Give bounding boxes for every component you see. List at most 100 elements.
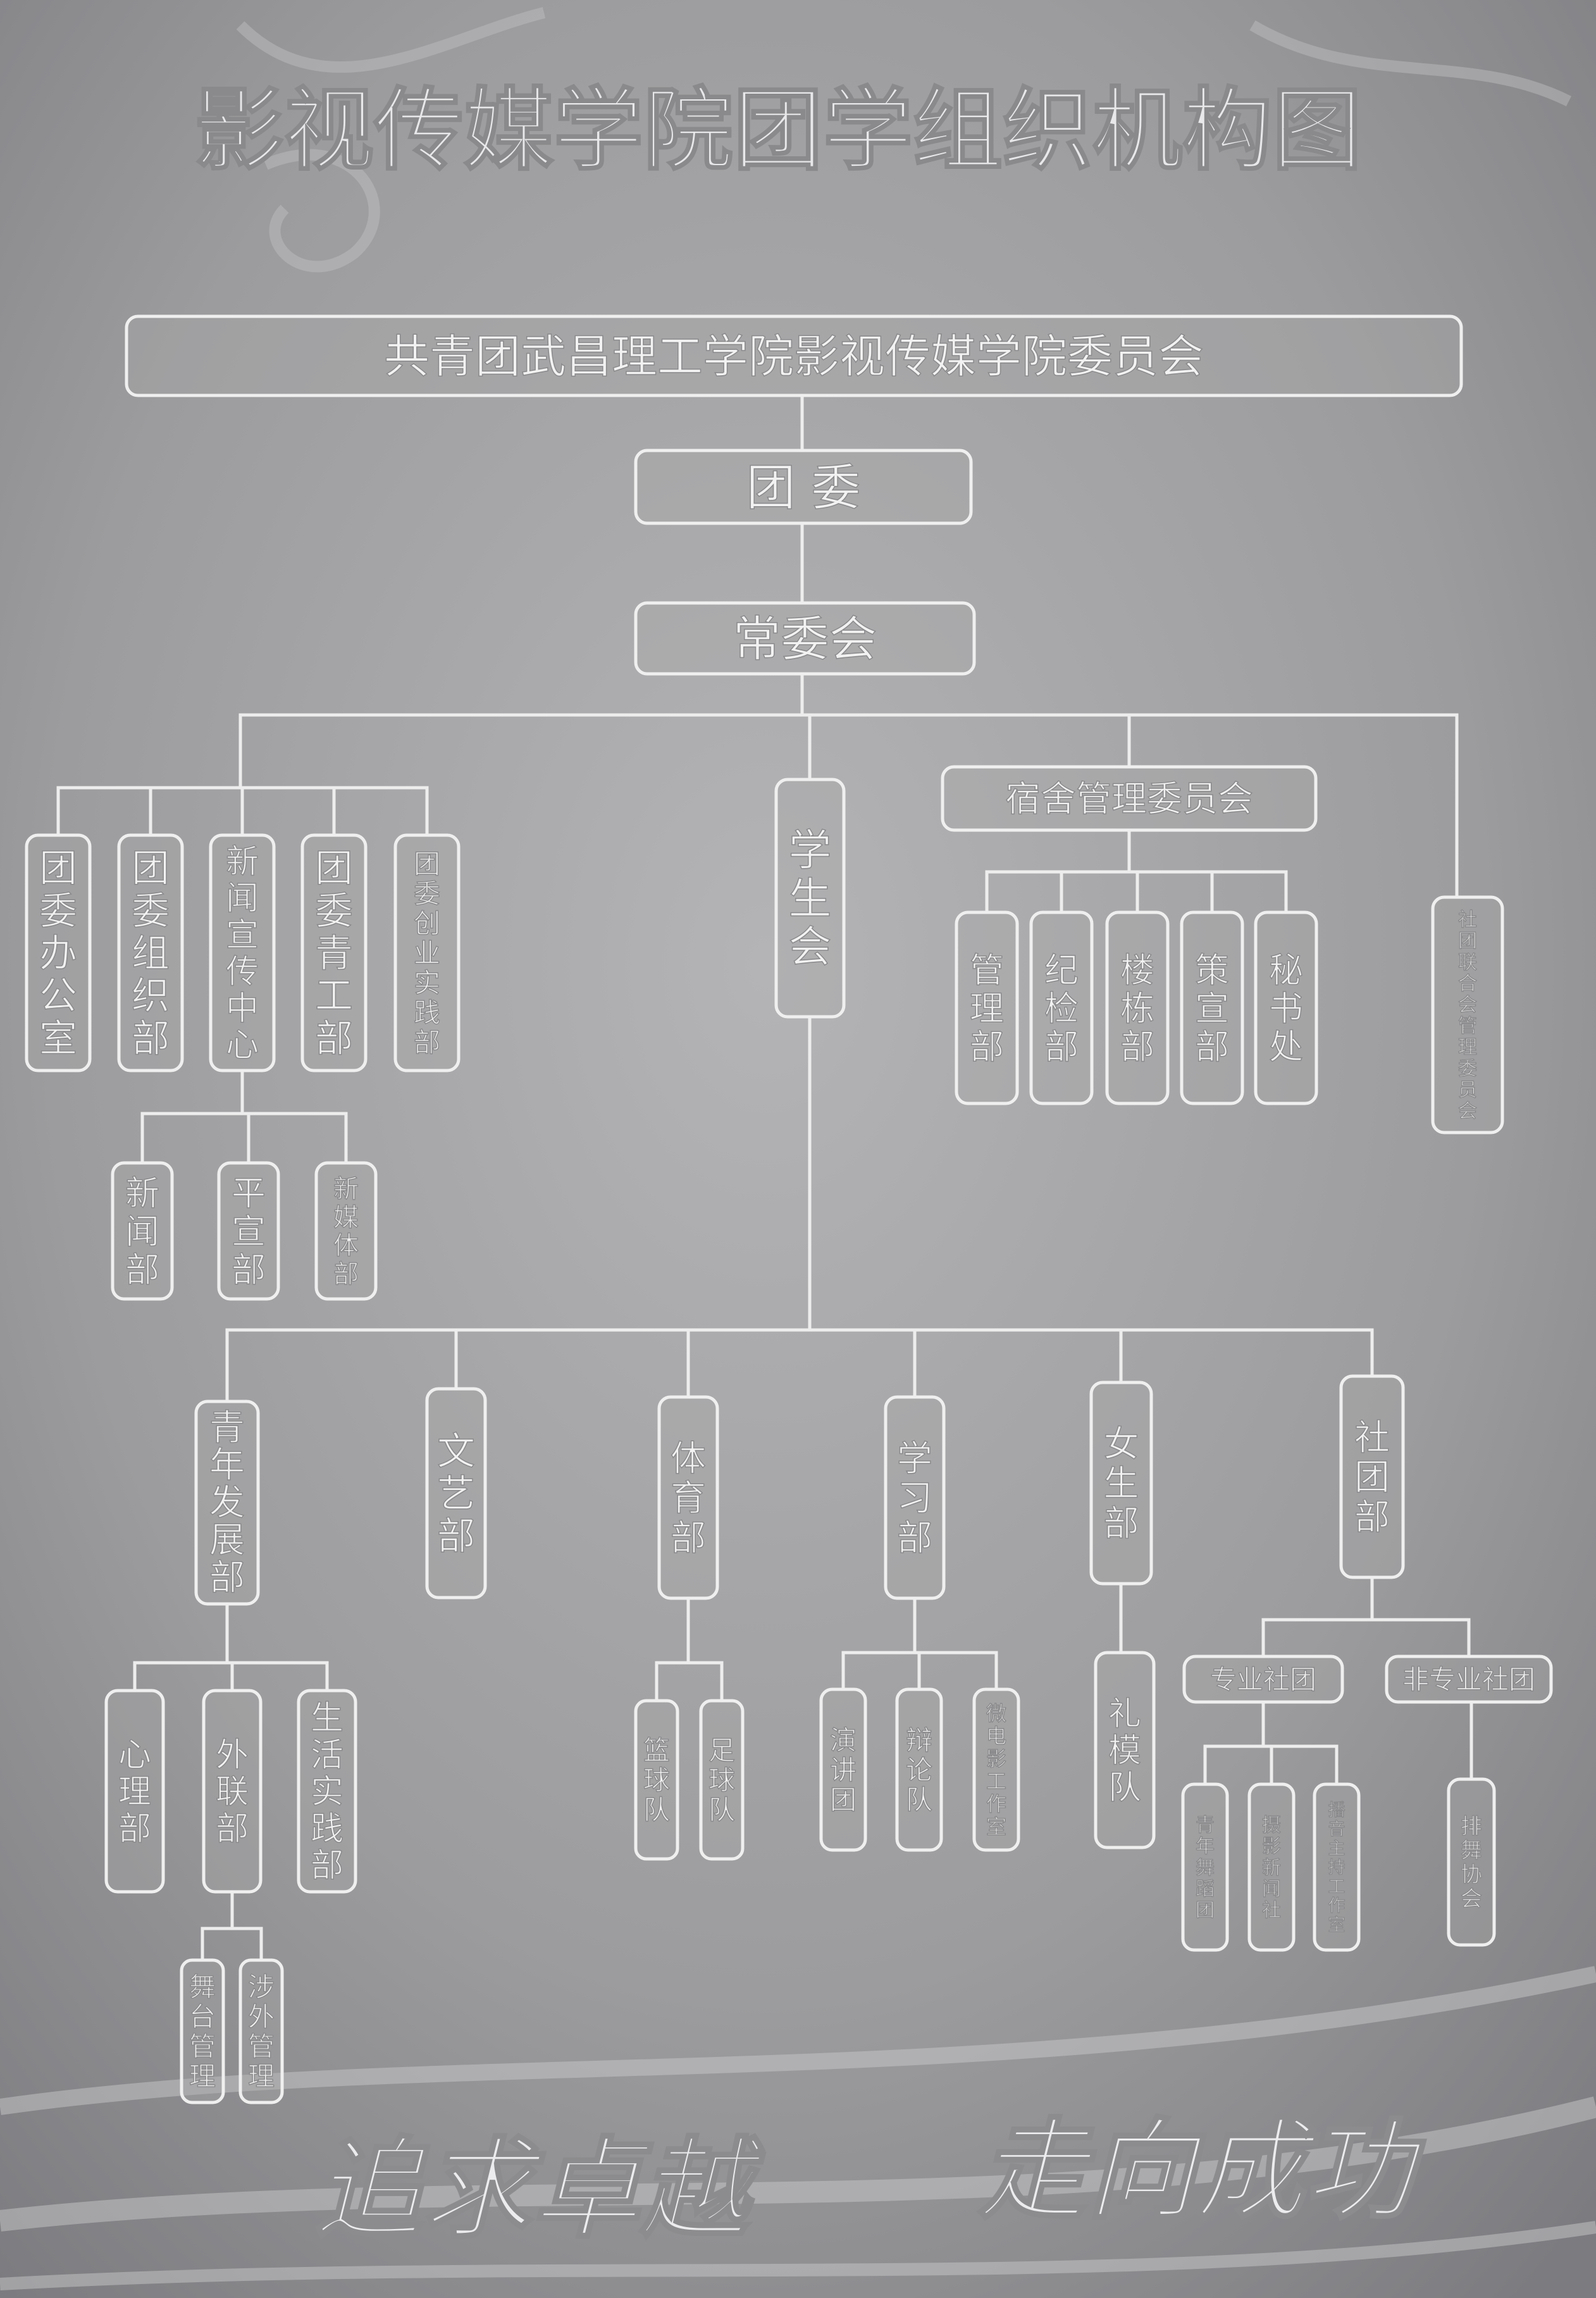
node-label: 非专业社团 bbox=[1402, 1664, 1535, 1695]
node-graphic: 平宣部 bbox=[217, 1161, 280, 1301]
node-film-studio: 微电影工作室 bbox=[972, 1687, 1020, 1852]
node-dorm-manage: 管理部 bbox=[955, 910, 1019, 1105]
node-debate: 辩论队 bbox=[895, 1687, 943, 1852]
node-label: 外联部 bbox=[216, 1736, 249, 1848]
node-box bbox=[1029, 910, 1094, 1105]
node-label: 青年发展部 bbox=[209, 1408, 245, 1599]
node-arts: 文艺部 bbox=[425, 1387, 487, 1599]
node-box bbox=[393, 833, 461, 1072]
node-box bbox=[634, 449, 973, 525]
node-label: 文艺部 bbox=[437, 1429, 475, 1558]
node-box bbox=[1180, 910, 1244, 1105]
node-dance: 青年舞蹈团 bbox=[1181, 1782, 1229, 1952]
node-sports: 体育部 bbox=[657, 1395, 719, 1600]
node-label: 楼栋部 bbox=[1120, 950, 1154, 1067]
node-box bbox=[1181, 1782, 1229, 1952]
node-box bbox=[238, 1958, 284, 2104]
node-label: 女生部 bbox=[1104, 1424, 1139, 1544]
node-box bbox=[1089, 1381, 1153, 1586]
node-box bbox=[425, 1387, 487, 1599]
node-label: 团委办公室 bbox=[39, 847, 77, 1061]
node-youth-work: 团委青工部 bbox=[300, 833, 368, 1072]
node-box bbox=[1182, 1655, 1344, 1704]
node-box bbox=[202, 1689, 263, 1894]
node-label: 学生会 bbox=[788, 826, 831, 972]
node-label: 纪检部 bbox=[1044, 950, 1079, 1067]
node-label: 团委组织部 bbox=[132, 847, 170, 1061]
connector-line bbox=[985, 870, 1288, 914]
node-youth-dev: 青年发展部 bbox=[194, 1400, 260, 1606]
node-female: 女生部 bbox=[1089, 1381, 1153, 1586]
node-speech: 演讲团 bbox=[819, 1687, 867, 1852]
node-dorm-discipline: 纪检部 bbox=[1029, 910, 1094, 1105]
node-label: 生活实践部 bbox=[311, 1699, 343, 1885]
node-news-dept: 新闻部 bbox=[111, 1161, 174, 1301]
node-label: 新媒体部 bbox=[333, 1175, 359, 1289]
node-label: 管理部 bbox=[970, 950, 1004, 1067]
node-label: 心理部 bbox=[118, 1736, 151, 1848]
node-nonpro-clubs: 非专业社团 bbox=[1385, 1655, 1553, 1704]
node-box bbox=[125, 314, 1463, 397]
node-label: 团 委 bbox=[746, 460, 861, 517]
node-student-union: 学生会 bbox=[774, 778, 846, 1019]
node-label: 团委青工部 bbox=[315, 847, 353, 1061]
connector-line bbox=[201, 1890, 263, 1962]
node-box bbox=[895, 1687, 943, 1852]
node-label: 摄影新闻社 bbox=[1262, 1815, 1281, 1922]
connector-line bbox=[841, 1596, 998, 1691]
node-box bbox=[955, 910, 1019, 1105]
node-label: 宿舍管理委员会 bbox=[1005, 779, 1253, 820]
decoration-swirls bbox=[236, 7, 1572, 273]
node-label: 平宣部 bbox=[232, 1173, 266, 1289]
node-label: 策宣部 bbox=[1195, 950, 1229, 1067]
node-new-media: 新媒体部 bbox=[314, 1161, 378, 1301]
node-box bbox=[699, 1699, 745, 1861]
node-box bbox=[1094, 1651, 1156, 1849]
node-label: 新闻宣传中心 bbox=[226, 843, 259, 1065]
node-football: 足球队 bbox=[699, 1699, 745, 1861]
node-box bbox=[634, 601, 976, 676]
node-psych: 心理部 bbox=[104, 1689, 165, 1894]
connector-line bbox=[655, 1596, 724, 1703]
node-box bbox=[297, 1689, 357, 1894]
node-external: 外联部 bbox=[202, 1689, 263, 1894]
node-label: 微电影工作室 bbox=[986, 1701, 1006, 1839]
node-label: 社团部 bbox=[1354, 1417, 1390, 1537]
node-label: 体育部 bbox=[671, 1438, 706, 1558]
node-box bbox=[1385, 1655, 1553, 1704]
node-life: 生活实践部 bbox=[297, 1689, 357, 1894]
connector-line bbox=[1261, 1575, 1471, 1658]
node-label: 新闻部 bbox=[125, 1173, 159, 1289]
node-label: 舞台管理 bbox=[189, 1972, 216, 2092]
connector-lines bbox=[56, 394, 1473, 1962]
node-box bbox=[774, 778, 846, 1019]
node-line-dance: 排舞协会 bbox=[1447, 1777, 1496, 1947]
node-box bbox=[1105, 910, 1170, 1105]
node-dorm-committee: 宿舍管理委员会 bbox=[941, 765, 1318, 832]
node-etiquette: 礼模队 bbox=[1094, 1651, 1156, 1849]
node-tuanwei-org: 团委组织部 bbox=[117, 833, 184, 1072]
node-label: 辩论队 bbox=[906, 1725, 932, 1815]
node-box bbox=[314, 1161, 378, 1301]
slogan-right: 走向成功 bbox=[977, 2106, 1426, 2234]
slogan-left: 追求卓越 bbox=[314, 2125, 765, 2253]
node-dorm-planning: 策宣部 bbox=[1180, 910, 1244, 1105]
node-host: 播音主持工作室 bbox=[1313, 1782, 1361, 1952]
node-ext-manage: 涉外管理 bbox=[238, 1958, 284, 2104]
connector-line bbox=[140, 1069, 348, 1165]
node-label: 排舞协会 bbox=[1461, 1814, 1482, 1911]
node-box bbox=[209, 833, 276, 1072]
node-photo: 摄影新闻社 bbox=[1247, 1782, 1296, 1952]
node-box bbox=[117, 833, 184, 1072]
node-label: 社团联合会管理委员会 bbox=[1458, 909, 1477, 1122]
node-label: 礼模队 bbox=[1108, 1695, 1141, 1806]
node-clubs: 社团部 bbox=[1339, 1374, 1405, 1579]
node-box bbox=[111, 1161, 174, 1301]
node-changweihui: 常委会 bbox=[634, 601, 976, 676]
node-box bbox=[1313, 1782, 1361, 1952]
node-box bbox=[1339, 1374, 1405, 1579]
node-box bbox=[217, 1161, 280, 1301]
